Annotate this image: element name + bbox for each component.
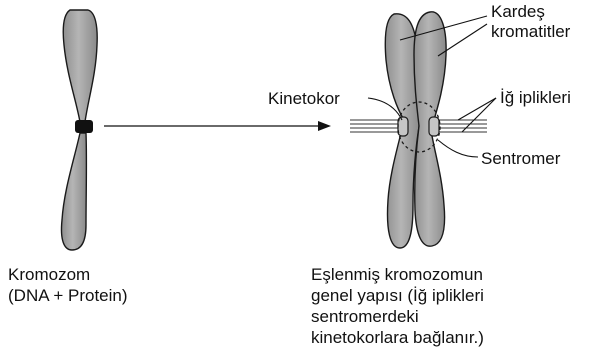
centromere-band <box>75 120 93 133</box>
caption-left-line: Kromozom <box>8 265 90 284</box>
caption-left: Kromozom (DNA + Protein) <box>8 265 128 305</box>
caption-right-line: Eşlenmiş kromozomun <box>311 265 483 284</box>
spindle-fibers-left <box>350 120 400 132</box>
caption-right-line: genel yapısı (İğ iplikleri <box>311 286 484 305</box>
label-kinetokor: Kinetokor <box>268 89 340 108</box>
kinetochore-right <box>429 117 439 136</box>
label-ig-iplikleri: İğ iplikleri <box>500 88 571 107</box>
caption-right: Eşlenmiş kromozomun genel yapısı (İğ ipl… <box>311 265 484 347</box>
caption-left-line: (DNA + Protein) <box>8 286 128 305</box>
single-chromosome-body <box>63 10 97 130</box>
duplicated-chromosome <box>350 12 487 248</box>
caption-right-line: sentromerdeki <box>311 307 419 326</box>
spindle-fibers-right <box>436 120 487 132</box>
single-chromosome <box>61 10 97 250</box>
caption-right-line: kinetokorlara bağlanır.) <box>311 328 484 347</box>
label-sentromer: Sentromer <box>481 149 561 168</box>
arrow <box>104 121 331 131</box>
label-kardes-line2: kromatitler <box>491 22 571 41</box>
single-chromosome-lower <box>61 133 86 250</box>
label-kardes-line1: Kardeş <box>491 2 545 21</box>
